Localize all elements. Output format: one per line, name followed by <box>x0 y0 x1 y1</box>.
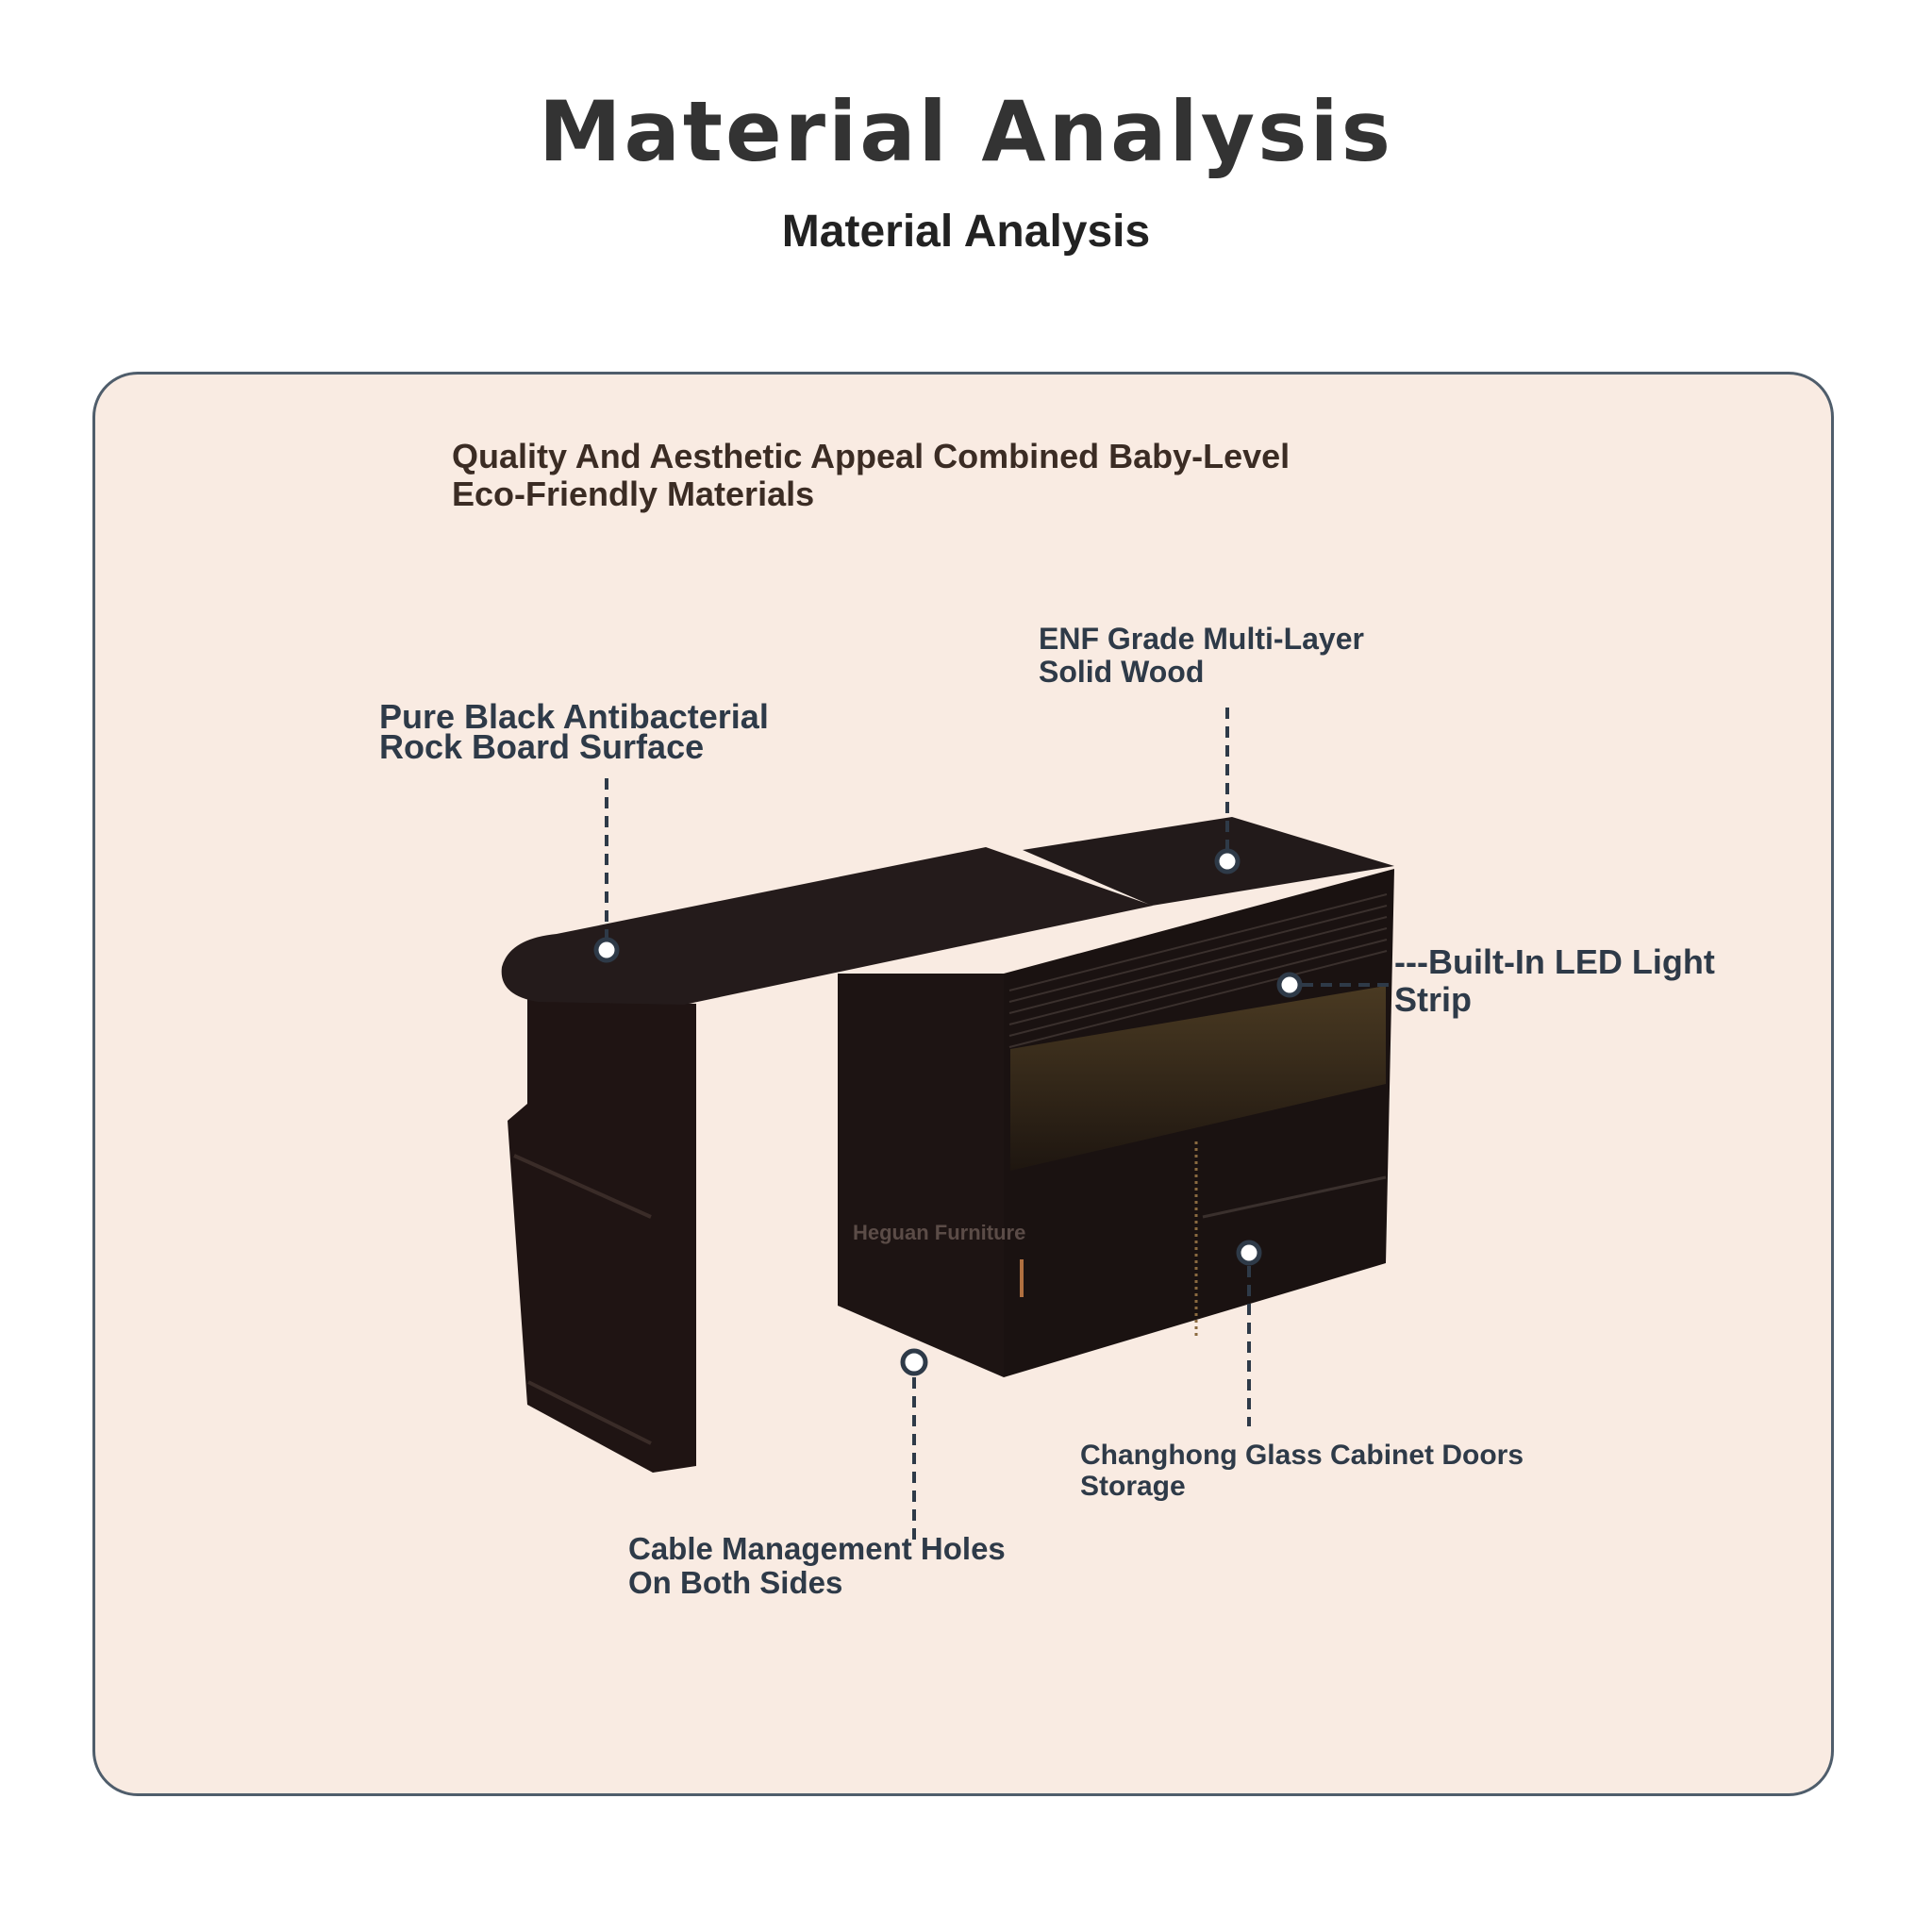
watermark: Heguan Furniture <box>853 1221 1026 1244</box>
label-wood: ENF Grade Multi-Layer Solid Wood <box>1039 622 1364 690</box>
dot-wood-icon <box>1214 848 1241 874</box>
heading-line: Eco-Friendly Materials <box>452 475 815 514</box>
label-line: Solid Wood <box>1039 655 1205 690</box>
dot-cable-icon <box>900 1348 928 1376</box>
dot-surface-icon <box>593 937 620 963</box>
label-line: Changhong Glass Cabinet Doors <box>1080 1440 1524 1471</box>
heading-line: Quality And Aesthetic Appeal Combined Ba… <box>452 437 1291 475</box>
label-line: ENF Grade Multi-Layer <box>1039 622 1364 656</box>
label-line: Strip <box>1394 979 1473 1019</box>
label-line: ---Built-In LED Light <box>1394 942 1715 981</box>
cabinet-side <box>838 974 1004 1377</box>
page-title: Material Analysis <box>538 83 1394 180</box>
label-glass: Changhong Glass Cabinet Doors Storage <box>1080 1440 1524 1502</box>
label-surface: Pure Black Antibacterial Rock Board Surf… <box>379 697 769 767</box>
label-cable: Cable Management Holes On Both Sides <box>628 1531 1006 1601</box>
page-subtitle: Material Analysis <box>781 207 1151 257</box>
label-led: ---Built-In LED Light Strip <box>1394 943 1715 1018</box>
panel-heading: Quality And Aesthetic Appeal Combined Ba… <box>452 437 1291 514</box>
dot-glass-icon <box>1236 1240 1262 1266</box>
label-line: Storage <box>1080 1471 1186 1502</box>
label-line: Cable Management Holes <box>628 1531 1006 1566</box>
label-line: Pure Black Antibacterial <box>379 697 769 736</box>
label-line: Rock Board Surface <box>379 727 705 767</box>
cabinet-top <box>1023 817 1394 906</box>
desk-top <box>501 847 1153 1005</box>
label-line: On Both Sides <box>628 1565 843 1601</box>
dot-led-icon <box>1276 972 1303 998</box>
led-shelf <box>1010 986 1386 1171</box>
desk-leg <box>508 998 696 1473</box>
